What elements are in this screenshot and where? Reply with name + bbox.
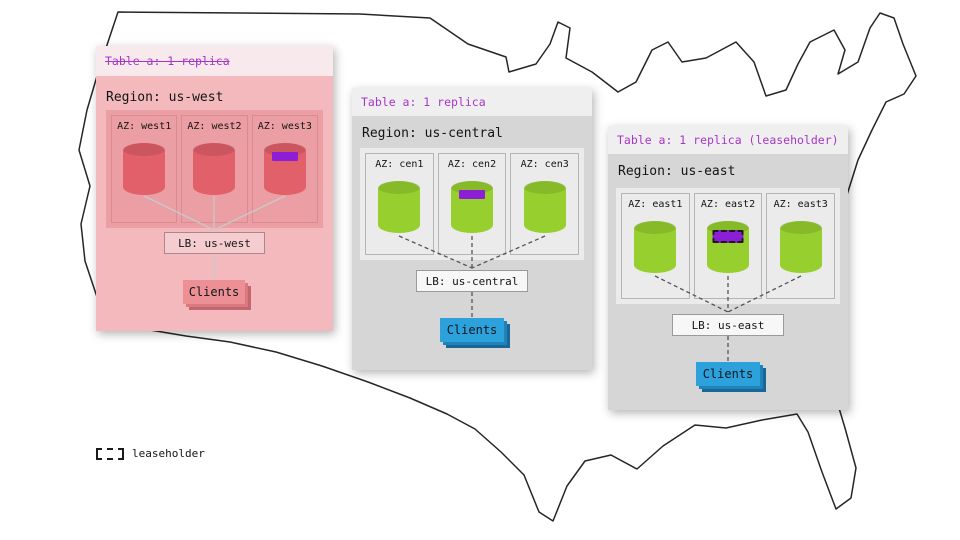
leaseholder-swatch-icon [96,447,124,460]
region-title: Region: us-east [618,164,736,179]
load-balancer: LB: us-central [416,270,528,292]
database-cylinder [378,181,421,233]
clients-box: Clients [696,362,760,386]
az-box-west2: AZ: west2 [181,115,248,223]
database-cylinder [523,181,566,233]
az-box-cen3: AZ: cen3 [510,153,580,255]
az-container: AZ: east1 AZ: east2 AZ: east3 [616,188,840,304]
az-label: AZ: cen3 [520,159,569,170]
az-box-cen2: AZ: cen2 [437,153,507,255]
az-label: AZ: east2 [700,199,756,210]
az-box-cen1: AZ: cen1 [365,153,434,255]
database-cylinder [123,143,166,195]
table-replica-header: Table a: 1 replica (leaseholder) [608,126,848,154]
az-box-east1: AZ: east1 [621,193,690,299]
database-cylinder [634,221,677,273]
az-label: AZ: west3 [257,121,312,132]
az-box-east3: AZ: east3 [766,193,836,299]
az-label: AZ: cen1 [375,159,424,170]
az-box-west3: AZ: west3 [251,115,318,223]
az-box-east2: AZ: east2 [693,193,763,299]
table-replica-header: Table a: 1 replica [352,88,592,116]
database-cylinder [779,221,822,273]
legend-label: leaseholder [132,447,205,460]
region-title: Region: us-central [362,126,503,141]
database-cylinder [451,181,493,233]
region-panel-us-west: Table a: 1 replica Region: us-west AZ: w… [96,46,333,331]
load-balancer: LB: us-east [672,314,784,336]
az-container: AZ: cen1 AZ: cen2 AZ: cen3 [360,148,584,260]
leaseholder-replica-marker [712,230,744,243]
region-panel-us-central: Table a: 1 replica Region: us-central AZ… [352,88,592,370]
table-replica-label: Table a: 1 replica [361,95,486,109]
table-replica-header: Table a: 1 replica [96,46,333,76]
clients-box: Clients [183,280,245,304]
database-cylinder [193,143,236,195]
az-label: AZ: cen2 [447,159,497,170]
az-label: AZ: east1 [628,199,683,210]
replica-marker [271,152,298,161]
az-label: AZ: east3 [773,199,828,210]
clients-box: Clients [440,318,504,342]
az-box-west1: AZ: west1 [111,115,178,223]
legend: leaseholder [96,447,205,460]
region-title: Region: us-west [106,90,224,105]
az-label: AZ: west1 [117,121,172,132]
region-panel-us-east: Table a: 1 replica (leaseholder) Region:… [608,126,848,410]
load-balancer: LB: us-west [164,232,265,254]
table-replica-label: Table a: 1 replica (leaseholder) [617,133,839,147]
database-cylinder [707,221,749,273]
az-label: AZ: west2 [187,121,242,132]
table-replica-label: Table a: 1 replica [105,54,230,68]
database-cylinder [263,143,306,195]
replica-marker [459,190,485,199]
az-container: AZ: west1 AZ: west2 AZ: west3 [106,110,323,228]
